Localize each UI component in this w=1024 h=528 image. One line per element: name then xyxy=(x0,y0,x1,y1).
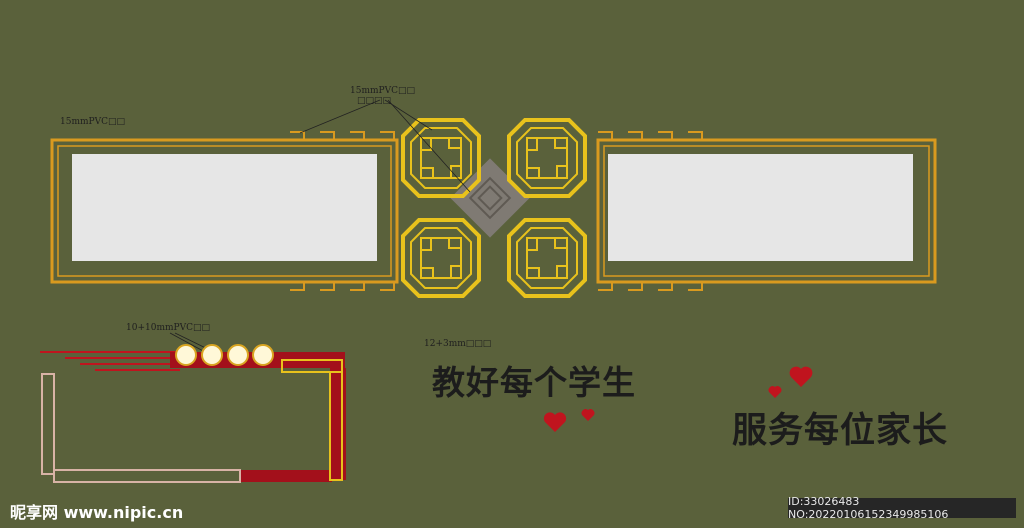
left-photo-area xyxy=(72,154,377,261)
heart-decorations xyxy=(543,366,813,432)
leader-lines xyxy=(169,99,471,356)
lower-left-board xyxy=(40,344,346,483)
lattice-window-bottom-left xyxy=(401,218,481,298)
right-panel-frame xyxy=(596,131,937,291)
lattice-window-bottom-right xyxy=(507,218,587,298)
annotation-center-line1: 15mmPVC□□ xyxy=(350,86,415,96)
right-photo-area xyxy=(608,154,913,261)
slogan-teach-students: 教好每个学生 xyxy=(432,363,636,402)
lattice-window-top-right xyxy=(507,118,587,198)
annotation-center-line2: □□□□ xyxy=(357,96,392,106)
annotation-lower-center: 12+3mm□□□ xyxy=(424,339,492,349)
left-panel-frame xyxy=(50,131,399,291)
annotation-lower-left: 10+10mmPVC□□ xyxy=(126,323,210,333)
annotation-left-frame: 15mmPVC□□ xyxy=(60,117,125,127)
slogan-serve-parents: 服务每位家长 xyxy=(732,411,949,451)
site-watermark-logo: 昵享网 www.nipic.cn xyxy=(10,503,184,522)
image-id-watermark: ID:33026483 NO:20220106152349985106 xyxy=(788,495,1016,521)
